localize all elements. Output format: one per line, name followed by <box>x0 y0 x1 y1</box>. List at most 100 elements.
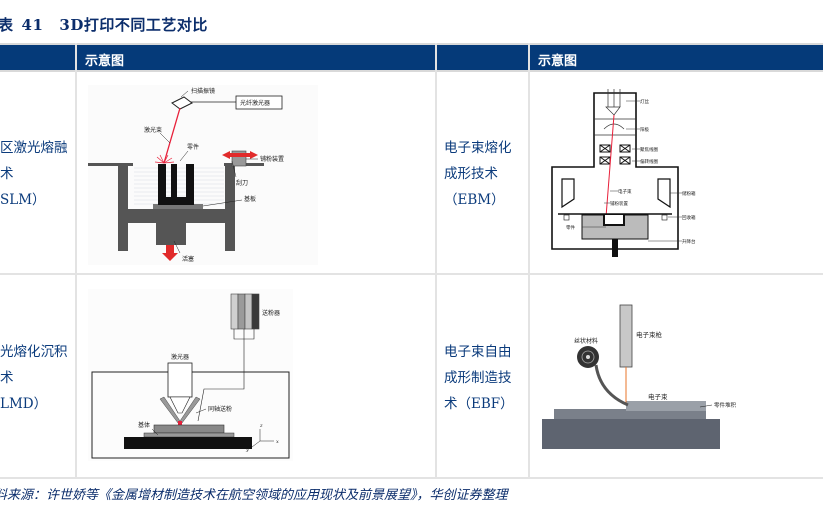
ebm-diagram: 灯丝 阳极 聚焦线圈 偏转线圈 电子束 储粉箱 铺粉装置 回收箱 零件 升降台 <box>548 89 698 257</box>
laser-head <box>167 362 193 398</box>
label-coaxial-feed: 同轴送粉 <box>208 405 232 413</box>
process-line: 术 <box>0 166 14 182</box>
left-wall <box>118 166 128 251</box>
label-powder-feeder: 送粉器 <box>262 309 280 317</box>
process-name-lmd: 光熔化沉积 术 LMD） <box>0 339 68 417</box>
wire-spool-hub <box>586 355 590 359</box>
feeder-tube <box>237 293 246 330</box>
label-part: 零件 <box>566 224 575 231</box>
label-deflection-coil: 偏转线圈 <box>640 158 658 165</box>
label-piston: 活塞 <box>182 255 194 263</box>
fiber-laser-box <box>235 95 283 110</box>
process-line: 成形技术 <box>444 166 498 182</box>
row-divider <box>0 477 823 479</box>
leader-line <box>151 428 159 436</box>
work-table <box>124 437 252 449</box>
build-platform <box>128 209 225 223</box>
process-name-ebf: 电子束自由 成形制造技 术（EBF） <box>444 339 514 417</box>
label-axis-z: z <box>259 423 263 429</box>
process-line: 术 <box>0 370 14 386</box>
right-recycle-bin <box>661 214 668 221</box>
label-filament: 灯丝 <box>640 98 649 105</box>
filament-assembly <box>594 89 636 136</box>
part <box>603 215 625 226</box>
label-lift-platform: 升降台 <box>682 238 696 245</box>
process-line: （EBM） <box>444 192 505 208</box>
label-spreader: 铺粉装置 <box>610 200 628 207</box>
row-divider <box>0 273 823 275</box>
label-part-deposit: 零件堆积 <box>714 401 737 409</box>
substrate <box>554 409 706 419</box>
label-laser-beam: 激光束 <box>144 126 162 134</box>
down-arrow-icon <box>162 245 178 261</box>
label-electron-beam: 电子束 <box>648 392 668 401</box>
leader-line <box>699 404 713 408</box>
header-label: 示意图 <box>538 54 578 69</box>
melt-pool <box>178 421 182 427</box>
label-electron-gun: 电子束枪 <box>636 330 663 339</box>
table-title-prefix: 表 <box>0 16 14 34</box>
label-part: 零件 <box>187 143 199 151</box>
lmd-diagram: 送粉器 激光器 同轴送粉 基体 z x y <box>88 289 293 461</box>
process-name-slm: 区激光熔融 术 SLM） <box>0 135 68 213</box>
laser-beam <box>163 107 181 164</box>
table-title-text: 3D打印不同工艺对比 <box>59 16 208 34</box>
piston <box>156 223 186 245</box>
substrate <box>143 432 235 438</box>
label-scanner: 扫描振镜 <box>191 87 215 95</box>
slm-diagram: 扫描振镜 光纤激光器 激光束 零件 铺粉装置 刮刀 基板 活塞 <box>88 85 318 265</box>
column-divider <box>528 43 530 479</box>
label-hopper: 储粉箱 <box>682 190 696 197</box>
process-name-ebm: 电子束熔化 成形技术 （EBM） <box>444 135 512 213</box>
left-hopper <box>561 178 575 209</box>
label-axis-x: x <box>276 439 279 445</box>
label-focus-coil: 聚焦线圈 <box>640 146 658 153</box>
part-base <box>158 197 194 205</box>
feeder-tube <box>230 293 239 330</box>
label-substrate: 基板 <box>244 195 256 203</box>
left-top-rim <box>88 163 133 166</box>
melt-spark <box>154 154 175 164</box>
label-axis-y: y <box>245 447 249 453</box>
part-wall <box>186 164 194 205</box>
wire-spool-ring <box>581 350 595 364</box>
column-divider <box>435 43 437 479</box>
electron-beam <box>605 114 615 218</box>
feeder-tube <box>244 293 253 330</box>
process-line: 光熔化沉积 <box>0 344 68 360</box>
label-laser: 激光器 <box>171 353 189 361</box>
process-line: 电子束熔化 <box>444 140 512 156</box>
header-cell-diagram-2: 示意图 <box>530 43 823 72</box>
label-recycle-bin: 回收箱 <box>682 214 696 221</box>
leader-lines <box>159 90 258 254</box>
deposit-part <box>153 424 225 434</box>
part-wall <box>158 164 166 205</box>
process-line: 术（EBF） <box>444 396 514 412</box>
header-cell-process-1 <box>0 43 75 72</box>
process-line: 区激光熔融 <box>0 140 68 156</box>
deposited-part <box>626 401 706 411</box>
axis-arrows <box>251 429 274 448</box>
label-anode: 阳极 <box>640 126 649 133</box>
source-note: 料来源：许世娇等《金属增材制造技术在航空领域的应用现状及前景展望》，华创证券整理 <box>0 488 508 503</box>
feeder-tube <box>251 293 260 330</box>
base-plate <box>542 419 720 449</box>
column-divider <box>75 43 77 479</box>
ebf-diagram: 丝状材料 电子束枪 电子束 零件堆积 <box>540 297 755 455</box>
right-hopper <box>657 178 671 209</box>
process-line: 电子束自由 <box>444 344 512 360</box>
process-line: SLM） <box>0 192 46 208</box>
process-line: LMD） <box>0 396 48 412</box>
label-substrate: 基体 <box>138 421 150 429</box>
chamber-outline <box>551 92 679 250</box>
left-recycle-bin <box>563 214 570 221</box>
leader-lines <box>582 100 682 242</box>
wire-feed <box>594 364 629 407</box>
label-electron-beam: 电子束 <box>618 188 632 195</box>
leader-line <box>195 408 207 414</box>
scanner-mirror <box>171 96 193 110</box>
header-cell-diagram-1: 示意图 <box>77 43 435 72</box>
header-cell-process-2 <box>437 43 528 72</box>
comparison-table: 示意图 示意图 区激光熔融 术 SLM） 电子束熔化 成形技术 （EBM） 光熔… <box>0 43 823 479</box>
table-number: 41 <box>21 16 44 34</box>
